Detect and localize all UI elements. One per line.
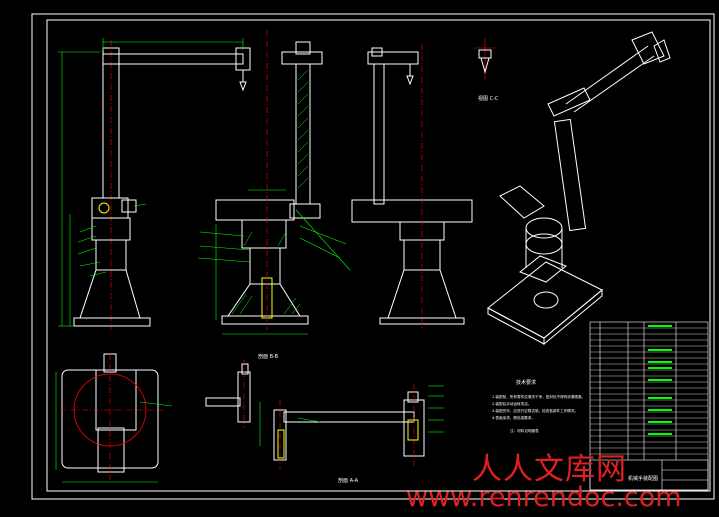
title-block-name: 机械手装配图 [628,475,658,482]
parts-list-mark [648,349,672,351]
parts-list-mark [648,421,672,423]
section-aa-dimensions [259,385,444,446]
view-cc-label: 视图 C-C [478,95,499,102]
front-view-dimensions [58,38,244,327]
watermark-cn: 人人文库网 [472,452,627,487]
top-view-dimensions [55,372,173,483]
inner-frame [46,19,711,492]
outer-frame [31,13,715,500]
tech-req-line-2: 2.装配后手动运转灵活。 [492,401,531,406]
section-bb-label: 剖面 B-B [258,353,279,360]
technical-requirements: 技术要求 1.装配前，所有零件应清洗干净，密封处不得有渗漏现象。 2.装配后手动… [492,379,585,433]
section-bb-hatch [231,69,309,315]
section-bb-dimensions [197,189,351,335]
parts-list-mark [648,397,672,399]
front-view [73,40,251,330]
side-view [351,44,473,330]
tech-req-line-3: 3.装配完毕，应进行空载试验，检查各部件工作情况。 [492,408,578,413]
parts-list-mark [648,361,672,363]
parts-list-mark [648,433,672,435]
tech-req-line-4: 4.表面涂漆，颜色按要求。 [492,415,535,420]
watermark-url: www.renrendoc.com [406,482,682,513]
parts-list-marks [648,325,672,435]
isometric-view [487,31,671,346]
section-bb-view [215,30,323,330]
arm-detail-view [205,360,251,428]
parts-list-mark [648,367,672,369]
title-block [589,459,709,491]
view-cc [474,38,496,80]
parts-list-mark [648,325,672,327]
top-view [60,353,164,480]
tech-req-line-1: 1.装配前，所有零件应清洗干净，密封处不得有渗漏现象。 [492,394,585,399]
parts-list-mark [648,409,672,411]
parts-list-mark [648,379,672,381]
section-aa-label: 剖面 A-A [338,477,359,484]
section-aa-view [273,384,425,470]
parts-list-rows [590,327,708,455]
tech-req-footer: 注：材料见明细表 [510,428,539,433]
tech-req-title: 技术要求 [516,379,536,386]
